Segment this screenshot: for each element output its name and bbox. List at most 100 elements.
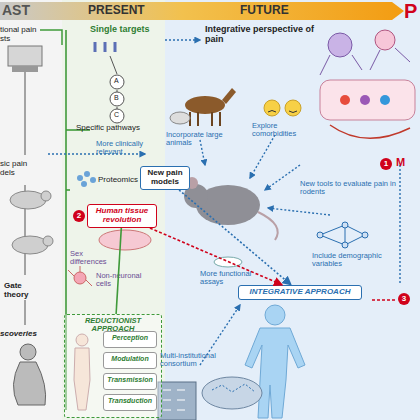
caption-text: Specific pathways <box>76 124 140 133</box>
past-band <box>0 0 62 420</box>
rat-body <box>12 236 48 254</box>
flow-line <box>40 30 62 45</box>
rat-body <box>10 191 46 209</box>
figure-body <box>13 362 45 405</box>
kneeling-figure <box>13 344 45 405</box>
caption-text: Incorporate large animals <box>166 131 236 148</box>
timeline-band <box>0 2 404 20</box>
concept-box: INTEGRATIVE APPROACH <box>238 285 362 300</box>
mouse <box>184 177 278 240</box>
node-text: Human tissue revolution <box>90 207 154 225</box>
era-label: P <box>404 0 417 22</box>
network-links <box>212 384 255 392</box>
horse-head <box>222 88 236 104</box>
rat-head <box>41 191 51 201</box>
human-body <box>245 328 305 418</box>
figure-head <box>20 344 36 360</box>
astrocyte <box>328 33 352 57</box>
node-text: Transduction <box>106 397 154 405</box>
node-text: Perception <box>106 334 154 342</box>
device <box>8 46 42 66</box>
pathway-letter: C <box>114 111 119 119</box>
device-base <box>12 66 38 72</box>
consortium <box>158 377 262 420</box>
present-band <box>62 0 165 420</box>
era-label: FUTURE <box>240 4 289 17</box>
pathway-step <box>110 109 124 123</box>
assay-dish <box>214 257 242 267</box>
human-head <box>265 305 285 325</box>
caption-text: New tools to evaluate pain in rodents <box>300 180 400 197</box>
caption-text: Sex differences <box>70 250 114 267</box>
caption-text: sic pain <box>0 160 27 169</box>
node-text: INTEGRATIVE APPROACH <box>241 288 359 297</box>
tissue-sample <box>99 230 151 250</box>
horse-legs <box>190 112 220 126</box>
synapse <box>320 80 415 120</box>
glial-process <box>320 48 410 75</box>
world-map <box>202 377 262 409</box>
horse-body <box>185 96 225 114</box>
pathway-diagram <box>95 42 124 123</box>
building <box>158 382 196 420</box>
node-text: Transmission <box>106 376 154 384</box>
hyperexcitability-trace <box>330 125 410 138</box>
dotted-arrow <box>265 165 300 190</box>
section-heading: Single targets <box>90 25 150 35</box>
concept-box: Human tissue revolution <box>87 204 157 228</box>
neuron-illustration <box>320 30 415 138</box>
caption-text: tional pain <box>0 26 36 35</box>
process-box: Transduction <box>103 394 157 411</box>
network-icon <box>317 222 368 248</box>
dotted-arrow <box>165 39 200 40</box>
past-lines <box>25 30 62 325</box>
callout-number: 2 <box>73 210 85 222</box>
pathway-step <box>110 75 124 89</box>
timeline-arrow <box>0 2 404 20</box>
approach-frame: REDUCTIONIST APPROACHPerceptionModulatio… <box>64 314 162 418</box>
non-neuronal-cell <box>74 272 86 284</box>
caption-text: Non-neuronal cells <box>96 272 156 289</box>
process-box: Perception <box>103 331 157 348</box>
caption-text: dels <box>0 169 15 178</box>
emoji-faces <box>264 100 301 116</box>
process-box: Transmission <box>103 373 157 390</box>
receptor <box>380 95 390 105</box>
receptor <box>340 95 350 105</box>
pathway-letter: A <box>114 77 119 85</box>
microglia <box>375 30 395 50</box>
rat-head <box>43 236 53 246</box>
cell-process <box>68 266 92 286</box>
connector-arrow <box>116 228 121 314</box>
flow-line <box>66 189 70 191</box>
dotted-arrow <box>250 135 275 178</box>
mouse-tail <box>258 212 278 240</box>
timeline-line <box>24 300 26 325</box>
rats <box>10 191 53 254</box>
era-label: AST <box>2 3 30 18</box>
caption-text: scoveries <box>0 330 37 339</box>
node-text: Modulation <box>106 355 154 363</box>
windows <box>163 390 185 410</box>
node-text: New pain models <box>143 169 187 187</box>
concept-box: New pain models <box>140 166 190 190</box>
caption-text: Explore comorbidities <box>252 122 312 139</box>
pain-test-device <box>8 46 42 72</box>
dotted-arrow <box>200 140 205 165</box>
callout-number: 3 <box>398 293 410 305</box>
face <box>264 100 280 116</box>
pathway-letter: B <box>114 94 119 102</box>
mouth <box>268 111 297 113</box>
receptor <box>95 42 115 52</box>
caption-text: More functional assays <box>200 270 258 287</box>
large-animals <box>170 88 236 126</box>
pig <box>170 112 190 124</box>
section-heading: M <box>396 156 405 168</box>
caption-text: More clinically relevant <box>96 140 162 157</box>
era-label: PRESENT <box>88 4 145 17</box>
caption-text: Gate theory <box>4 282 42 300</box>
dashed-line <box>370 299 395 300</box>
dotted-arrows <box>48 40 400 365</box>
